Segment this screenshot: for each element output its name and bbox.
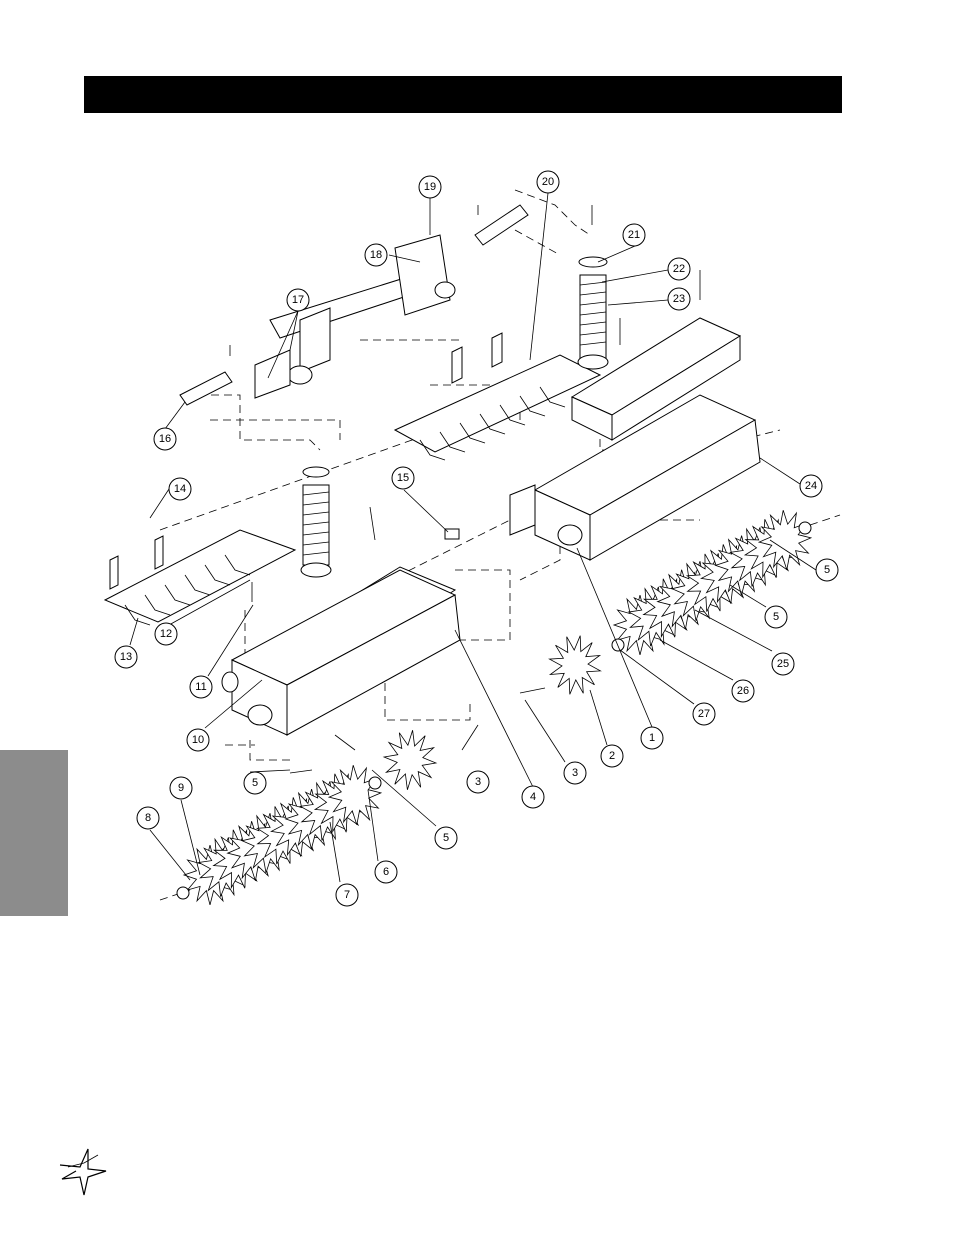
callout-9: 9 (169, 776, 193, 800)
callout-number: 20 (542, 176, 554, 188)
callout-number: 3 (475, 776, 481, 788)
callout-27: 27 (692, 702, 716, 726)
callout-number: 11 (195, 681, 206, 693)
callout-11: 11 (189, 675, 213, 699)
side-tab (0, 750, 68, 916)
callout-8: 8 (136, 806, 160, 830)
callout-16: 16 (153, 427, 177, 451)
callout-5: 5 (764, 605, 788, 629)
callout-13: 13 (114, 645, 138, 669)
callout-number: 9 (178, 782, 184, 794)
callout-2: 2 (600, 744, 624, 768)
callout-7: 7 (335, 883, 359, 907)
callout-1: 1 (640, 726, 664, 750)
callout-5: 5 (243, 771, 267, 795)
callout-number: 21 (628, 229, 640, 241)
callout-5: 5 (815, 558, 839, 582)
callout-number: 17 (292, 294, 304, 306)
callout-number: 5 (443, 832, 449, 844)
callout-12: 12 (154, 622, 178, 646)
callout-number: 1 (649, 732, 655, 744)
spring-lower (300, 466, 332, 578)
callout-number: 14 (174, 483, 186, 495)
callout-10: 10 (186, 728, 210, 752)
callout-number: 12 (160, 628, 172, 640)
callout-number: 25 (777, 658, 789, 670)
callout-number: 5 (824, 564, 830, 576)
lower-left-rake (103, 529, 297, 626)
callout-number: 5 (252, 777, 258, 789)
callout-18: 18 (364, 243, 388, 267)
callout-number: 13 (120, 651, 132, 663)
callout-17: 17 (286, 288, 310, 312)
callout-number: 6 (383, 866, 389, 878)
callout-number: 22 (673, 263, 685, 275)
callout-5: 5 (434, 826, 458, 850)
callout-4: 4 (521, 785, 545, 809)
callout-6: 6 (374, 860, 398, 884)
callout-number: 19 (424, 181, 436, 193)
spiked-roller-left (182, 765, 383, 905)
star-wheel-bottom (382, 730, 438, 790)
left-frame-box (221, 566, 461, 736)
right-frame-box (509, 317, 761, 561)
callout-number: 10 (192, 734, 204, 746)
callout-number: 5 (773, 611, 779, 623)
callout-number: 4 (530, 791, 536, 803)
callout-leaders (129, 192, 817, 883)
upper-right-rake (393, 332, 602, 461)
callout-number: 7 (344, 889, 350, 901)
callout-23: 23 (667, 287, 691, 311)
callout-24: 24 (799, 474, 823, 498)
callout-25: 25 (771, 652, 795, 676)
callout-number: 26 (737, 685, 749, 697)
upper-shaft-assembly (179, 204, 529, 406)
callout-3: 3 (466, 770, 490, 794)
callout-number: 3 (572, 767, 578, 779)
callout-number: 2 (609, 750, 615, 762)
callout-26: 26 (731, 679, 755, 703)
header-bar (84, 76, 842, 113)
callout-number: 8 (145, 812, 151, 824)
callout-number: 23 (673, 293, 685, 305)
callout-14: 14 (168, 477, 192, 501)
callout-number: 18 (370, 249, 382, 261)
callout-number: 27 (698, 708, 710, 720)
star-logo-icon (59, 1148, 107, 1196)
callout-number: 24 (805, 480, 817, 492)
spiked-roller-right (612, 510, 813, 655)
callout-number: 15 (397, 472, 409, 484)
callout-21: 21 (622, 223, 646, 247)
star-wheel-center (548, 635, 602, 695)
callout-22: 22 (667, 257, 691, 281)
spring-upper (577, 256, 609, 370)
callout-3: 3 (563, 761, 587, 785)
assembly-guide-lines (159, 189, 841, 901)
callout-19: 19 (418, 175, 442, 199)
callout-15: 15 (391, 466, 415, 490)
callout-20: 20 (536, 170, 560, 194)
callout-number: 16 (159, 433, 171, 445)
